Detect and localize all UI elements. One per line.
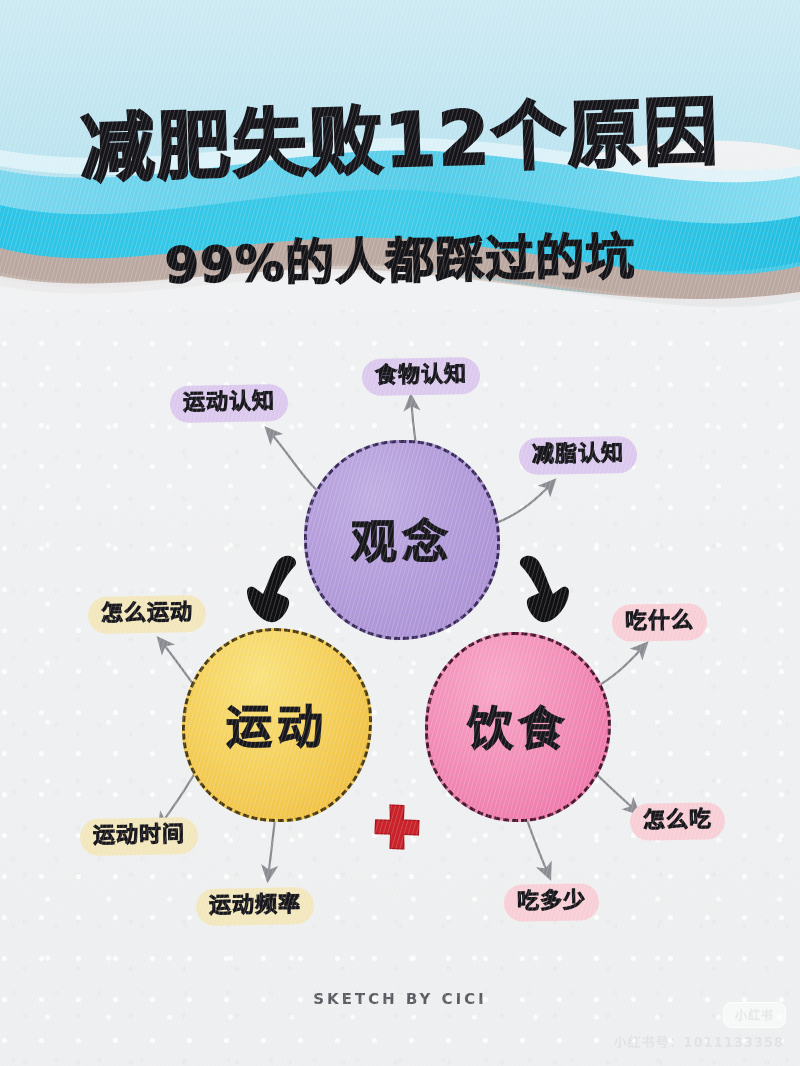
node-concept-label: 观念 bbox=[350, 514, 453, 569]
node-diet[interactable]: 饮食 bbox=[425, 632, 611, 822]
node-exercise-label: 运动 bbox=[225, 699, 328, 754]
watermark-user-id: 小红书号：1011133358 bbox=[613, 1036, 784, 1051]
credit-text: SKETCH BY CICI bbox=[0, 990, 800, 1008]
page-title: 减肥失败12个原因 bbox=[78, 88, 722, 194]
node-diet-label: 饮食 bbox=[466, 701, 569, 756]
plus-icon bbox=[374, 804, 420, 850]
watermark: 小红书 小红书号：1011133358 bbox=[614, 1002, 786, 1051]
header-wave-band bbox=[0, 0, 800, 310]
xiaohongshu-badge: 小红书 bbox=[722, 1002, 786, 1028]
pill-exercise-cognition[interactable]: 运动认知 bbox=[169, 383, 289, 424]
pill-how-to-eat[interactable]: 怎么吃 bbox=[629, 802, 726, 841]
node-concept[interactable]: 观念 bbox=[304, 440, 500, 640]
flow-arrow-left-icon bbox=[247, 555, 297, 623]
credit-label: SKETCH BY CICI bbox=[313, 990, 487, 1008]
pill-exercise-frequency[interactable]: 运动频率 bbox=[195, 886, 315, 927]
pill-fatloss-cognition[interactable]: 减脂认知 bbox=[518, 435, 638, 476]
pill-how-to-exercise[interactable]: 怎么运动 bbox=[87, 594, 207, 635]
node-exercise[interactable]: 运动 bbox=[182, 628, 372, 822]
pill-food-cognition[interactable]: 食物认知 bbox=[361, 356, 481, 397]
pill-exercise-duration[interactable]: 运动时间 bbox=[79, 816, 199, 857]
pill-what-to-eat[interactable]: 吃什么 bbox=[611, 603, 708, 642]
pill-how-much-to-eat[interactable]: 吃多少 bbox=[503, 883, 600, 922]
flow-arrow-right-icon bbox=[519, 555, 569, 623]
